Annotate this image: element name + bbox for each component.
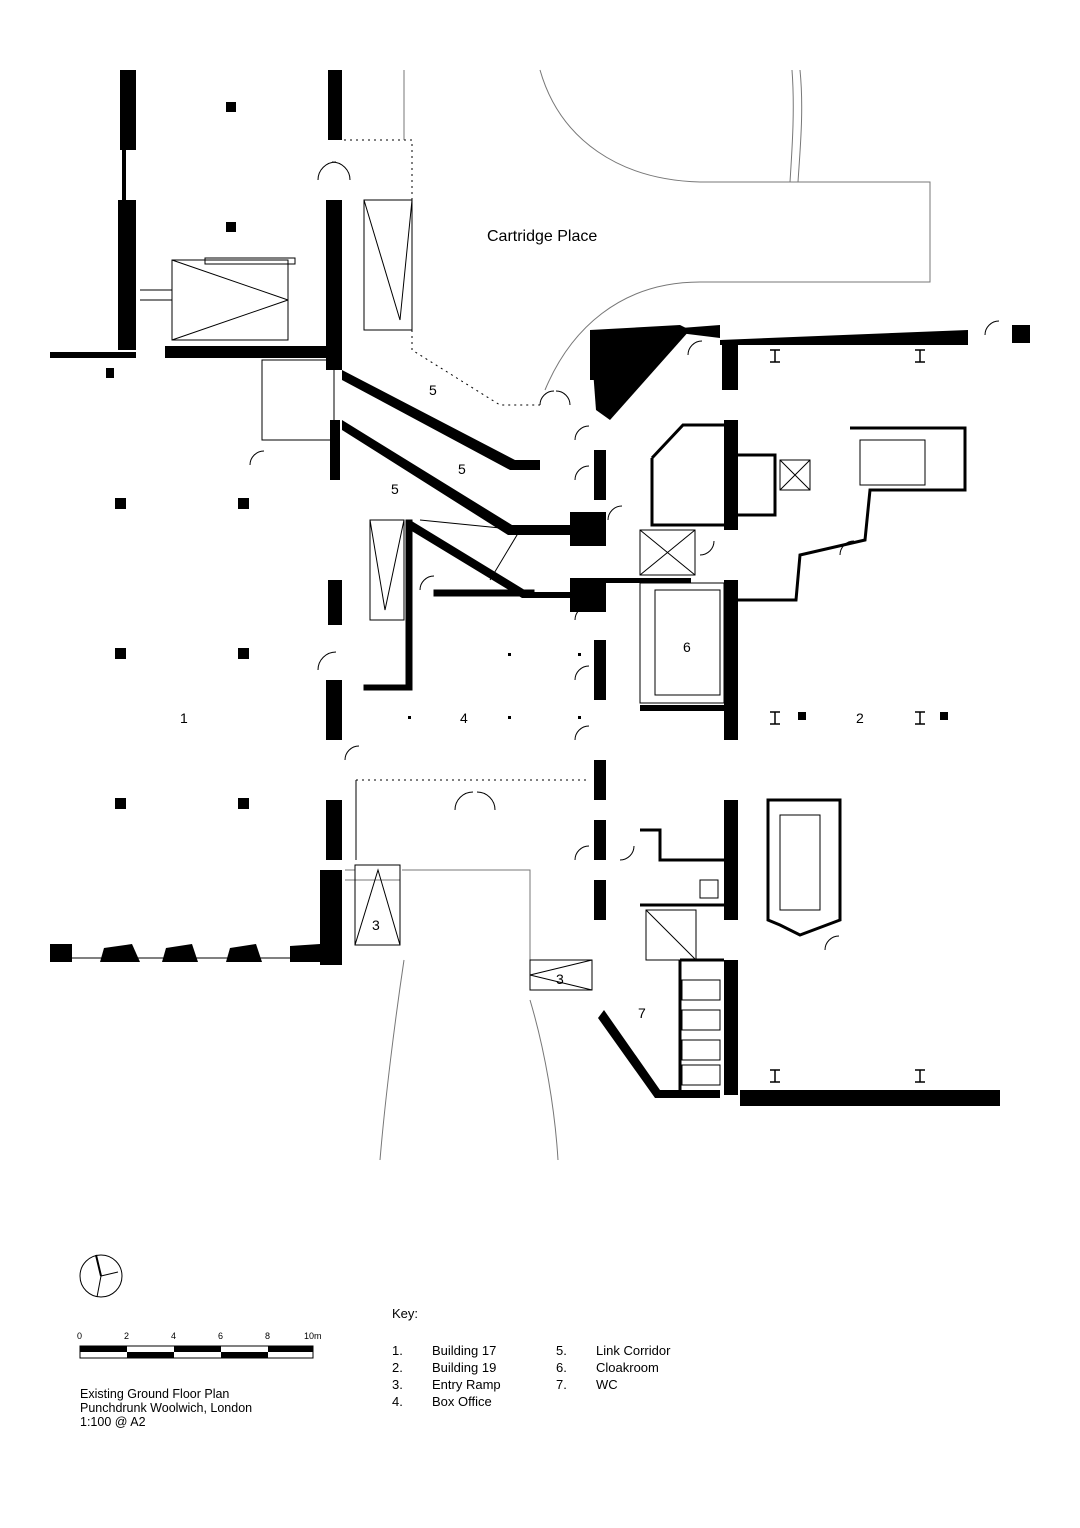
scale-tick-4: 4 bbox=[171, 1331, 176, 1341]
building-17-lines bbox=[50, 257, 341, 960]
room-label-entry-ramp-b: 3 bbox=[556, 971, 564, 987]
drawing-scale: 1:100 @ A2 bbox=[80, 1415, 146, 1429]
key-item-2: 2. Building 19 bbox=[392, 1360, 496, 1375]
room-label-box-office: 4 bbox=[460, 710, 468, 726]
scale-tick-10m: 10m bbox=[304, 1331, 322, 1341]
scale-tick-6: 6 bbox=[218, 1331, 223, 1341]
drawing-project: Punchdrunk Woolwich, London bbox=[80, 1401, 253, 1415]
room-label-link-corridor-b: 5 bbox=[458, 461, 466, 477]
key-item-1: 1. Building 17 bbox=[392, 1343, 496, 1358]
room-label-link-corridor-a: 5 bbox=[429, 382, 437, 398]
cartridge-place-label: Cartridge Place bbox=[487, 228, 597, 245]
key-item-3: 3. Entry Ramp bbox=[392, 1377, 501, 1392]
key-item-5: 5. Link Corridor bbox=[556, 1343, 670, 1358]
site-outline bbox=[345, 69, 931, 1161]
scale-tick-0: 0 bbox=[77, 1331, 82, 1341]
entry-ramp-outlines bbox=[354, 864, 593, 991]
room-label-link-corridor-c: 5 bbox=[391, 481, 399, 497]
building-17-walls bbox=[50, 70, 342, 965]
scale-tick-2: 2 bbox=[124, 1331, 129, 1341]
central-walls bbox=[408, 325, 690, 920]
key-item-label: Building 19 bbox=[432, 1360, 497, 1375]
key-title: Key: bbox=[392, 1306, 419, 1321]
key-item-label: Link Corridor bbox=[596, 1343, 671, 1358]
key-item-7: 7. WC bbox=[556, 1377, 618, 1392]
key-item-number: 6. bbox=[556, 1360, 567, 1375]
i-columns bbox=[770, 349, 925, 1083]
key-item-number: 5. bbox=[556, 1343, 567, 1358]
room-label-cloakroom: 6 bbox=[683, 639, 691, 655]
key-item-label: Building 17 bbox=[432, 1343, 497, 1358]
key-item-label: Entry Ramp bbox=[432, 1377, 501, 1392]
key-item-label: WC bbox=[596, 1377, 618, 1392]
scale-tick-8: 8 bbox=[265, 1331, 270, 1341]
room-label-wc: 7 bbox=[638, 1005, 646, 1021]
drawing-title: Existing Ground Floor Plan bbox=[80, 1387, 230, 1401]
key-item-number: 3. bbox=[392, 1377, 403, 1392]
key-item-number: 2. bbox=[392, 1360, 403, 1375]
scale-bar: 0 2 4 6 8 10m bbox=[77, 1331, 322, 1359]
drawing-title-block: Existing Ground Floor Plan Punchdrunk Wo… bbox=[80, 1387, 252, 1429]
key-item-number: 4. bbox=[392, 1394, 403, 1409]
key-item-number: 7. bbox=[556, 1377, 567, 1392]
building-19-walls bbox=[598, 325, 1030, 1106]
room-label-entry-ramp-a: 3 bbox=[372, 917, 380, 933]
key-item-label: Box Office bbox=[432, 1394, 492, 1409]
key-item-4: 4. Box Office bbox=[392, 1394, 492, 1409]
key-item-label: Cloakroom bbox=[596, 1360, 659, 1375]
link-corridor-lines bbox=[344, 139, 590, 860]
room-label-building-17: 1 bbox=[180, 710, 188, 726]
door-swings bbox=[249, 161, 1000, 951]
north-arrow-icon bbox=[79, 1254, 123, 1298]
building-19-lines bbox=[640, 423, 967, 1090]
key-item-6: 6. Cloakroom bbox=[556, 1360, 659, 1375]
room-label-building-19: 2 bbox=[856, 710, 864, 726]
building-19-thin bbox=[639, 439, 926, 1086]
link-corridor-walls bbox=[342, 370, 576, 691]
key-item-number: 1. bbox=[392, 1343, 403, 1358]
